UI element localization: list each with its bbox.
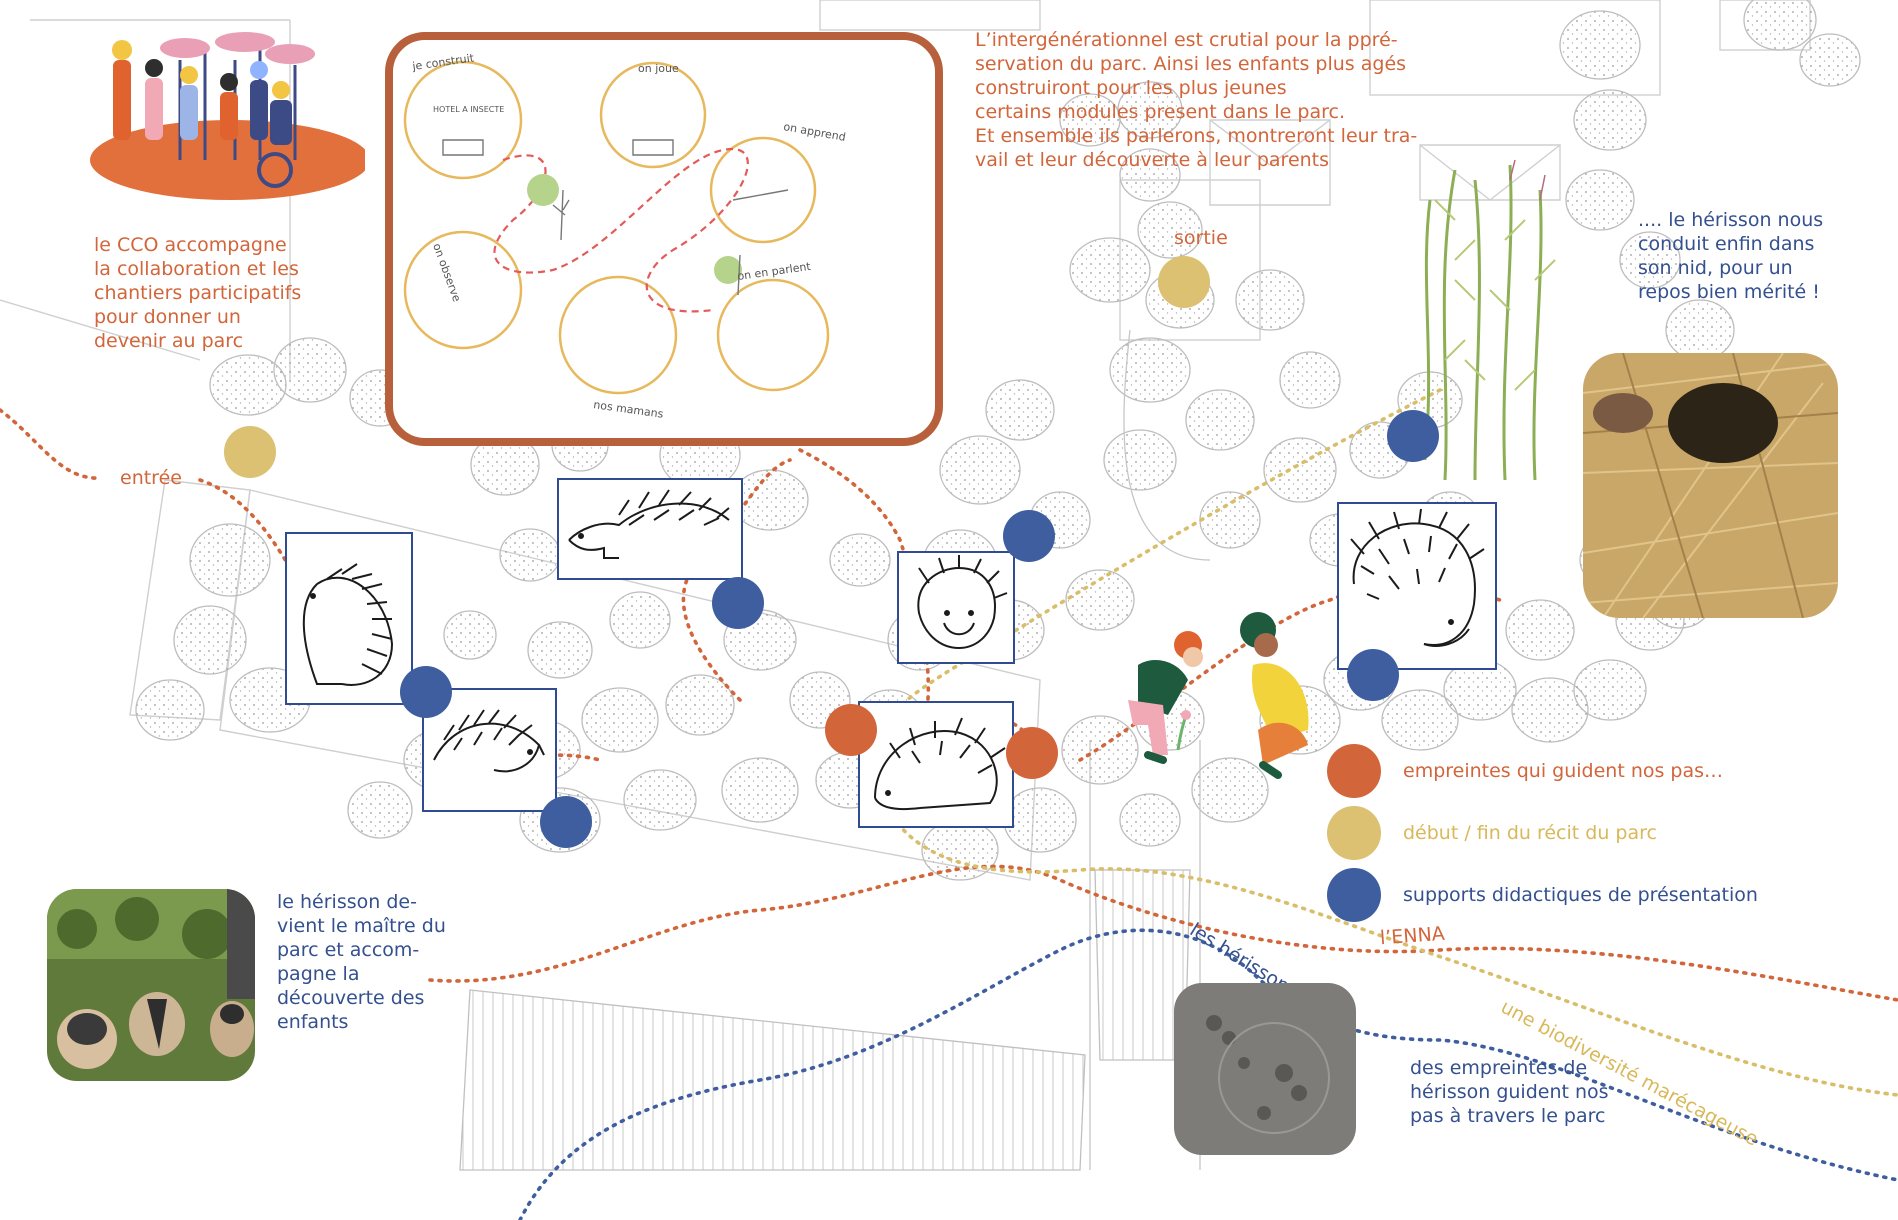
hedgehog-drawing-icon xyxy=(917,555,1008,650)
hedgehog-drawing-icon xyxy=(302,563,394,686)
hedgehog-drawing-icon xyxy=(568,489,730,559)
hedgehog-card-4 xyxy=(897,551,1015,664)
legend-item-footprints: empreintes qui guident nos pas… xyxy=(1327,744,1723,798)
footprints-photo xyxy=(1174,983,1356,1155)
hedgehog-drawing-icon xyxy=(433,709,545,773)
sketch-label-observe: on observe xyxy=(430,242,463,304)
route-yellow xyxy=(873,388,1898,1097)
exit-label: sortie xyxy=(1174,227,1228,249)
reeds-illustration xyxy=(1423,160,1556,480)
intergenerational-sketch: je construit HOTEL A INSECTE on joue on … xyxy=(385,32,943,446)
legend-label: début / fin du récit du parc xyxy=(1403,822,1657,844)
circle-marker-icon xyxy=(1327,868,1381,922)
hedgehog-card-6 xyxy=(1337,502,1497,670)
circle-marker-icon xyxy=(1327,744,1381,798)
fields xyxy=(459,869,1191,1171)
nest-text: .... le hérisson nous conduit enfin dans… xyxy=(1638,209,1824,303)
sketch-label-joue: on joue xyxy=(638,62,679,75)
hedgehog-card-1 xyxy=(285,532,413,705)
legend-label: empreintes qui guident nos pas… xyxy=(1403,760,1724,782)
master-text: le hérisson de- vient le maître du parc … xyxy=(277,891,446,1033)
hedgehog-drawing-icon xyxy=(874,717,1006,811)
sketch-label-hotel: HOTEL A INSECTE xyxy=(433,105,504,114)
children-illustration xyxy=(1128,612,1309,779)
intergenerational-text: L’intergénérationnel est crutial pour la… xyxy=(975,29,1418,171)
circle-marker-icon xyxy=(1327,806,1381,860)
legend-item-supports: supports didactiques de présentation xyxy=(1327,868,1758,922)
hedgehog-drawing-icon xyxy=(1350,508,1485,647)
legend-label: supports didactiques de présentation xyxy=(1403,884,1758,906)
hedgehog-card-5 xyxy=(858,701,1014,828)
path-label-enna: l’ENNA xyxy=(1379,922,1446,950)
entry-label: entrée xyxy=(120,467,182,489)
hedgehog-statues-photo xyxy=(47,889,255,1081)
sketch-label-construit: je construit xyxy=(411,51,476,73)
nest-photo xyxy=(1583,353,1838,618)
legend-item-story: début / fin du récit du parc xyxy=(1327,806,1657,860)
hedgehog-card-2 xyxy=(422,688,557,812)
sketch-label-apprend: on apprend xyxy=(782,120,846,144)
cco-text: le CCO accompagne la collaboration et le… xyxy=(94,234,302,352)
hedgehog-card-3 xyxy=(557,478,743,580)
footprints-text: des empreintes de hérisson guident nos p… xyxy=(1410,1057,1609,1127)
route-blue xyxy=(518,928,1898,1220)
sketch-label-mamans: nos mamans xyxy=(593,398,665,421)
people-illustration xyxy=(90,32,365,200)
